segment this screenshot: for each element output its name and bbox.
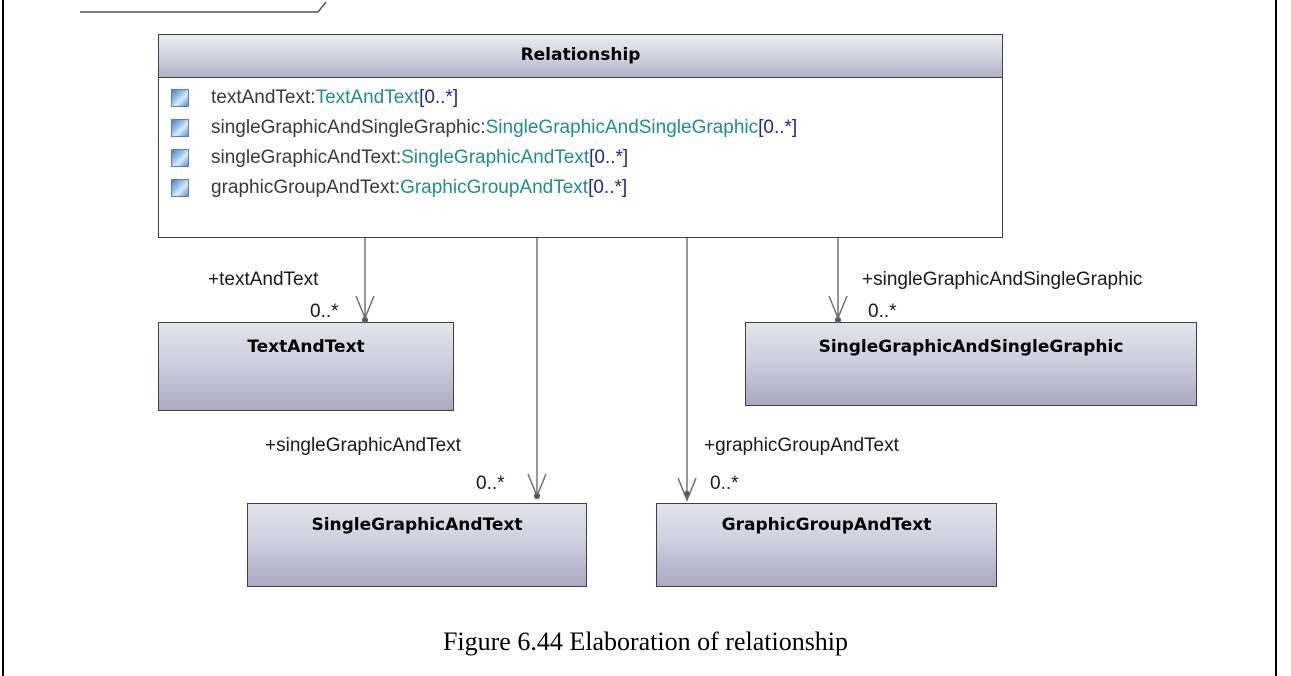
attribute-colon: :: [395, 147, 402, 168]
uml-attribute-icon: [171, 119, 189, 137]
association-line-graphicgroupandtext: [677, 238, 697, 502]
class-textandtext[interactable]: TextAndText: [158, 322, 454, 411]
attribute-multiplicity: [0..*]: [589, 147, 629, 168]
frame-tab-edge: [80, 1, 327, 13]
attribute-name: singleGraphicAndText: [211, 147, 396, 168]
figure-caption: Figure 6.44 Elaboration of relationship: [442, 627, 849, 656]
attribute-name: graphicGroupAndText: [211, 177, 395, 198]
attribute-type: SingleGraphicAndText: [401, 147, 590, 168]
attribute-name: singleGraphicAndSingleGraphic: [211, 117, 481, 138]
attribute-row-singlegraphicandtext[interactable]: singleGraphicAndText:SingleGraphicAndTex…: [171, 145, 628, 171]
role-label-textandtext: +textAndText: [208, 269, 319, 290]
multiplicity-label-textandtext: 0..*: [310, 301, 339, 322]
attribute-name: textAndText: [211, 87, 311, 108]
class-singlegraphicandtext[interactable]: SingleGraphicAndText: [247, 503, 587, 587]
attribute-row-graphicgroupandtext[interactable]: graphicGroupAndText:GraphicGroupAndText[…: [171, 175, 627, 201]
relationship-class-name: Relationship: [520, 45, 641, 65]
attribute-colon: :: [480, 117, 486, 138]
association-line-singlegraphicandtext: [527, 238, 547, 500]
multiplicity-label-graphicgroupandtext: 0..*: [710, 473, 739, 494]
association-line-textandtext: [355, 238, 375, 324]
class-name: SingleGraphicAndSingleGraphic: [818, 337, 1124, 357]
relationship-class-header: Relationship: [159, 35, 1002, 78]
uml-attribute-icon: [171, 179, 189, 197]
attribute-multiplicity: [0..*]: [419, 87, 459, 108]
class-name: TextAndText: [247, 337, 365, 357]
attribute-type: TextAndText: [315, 87, 420, 108]
relationship-class[interactable]: Relationship textAndText:TextAndText[0..…: [158, 34, 1003, 238]
uml-attribute-icon: [171, 89, 189, 107]
association-line-singlegraphicandsinglegraphic: [828, 238, 848, 324]
multiplicity-label-singlegraphicandtext: 0..*: [476, 473, 505, 494]
attribute-colon: :: [394, 177, 401, 198]
attribute-row-textandtext[interactable]: textAndText:TextAndText[0..*]: [171, 85, 458, 111]
multiplicity-label-singlegraphicandsinglegraphic: 0..*: [868, 301, 897, 322]
attribute-multiplicity: [0..*]: [588, 177, 628, 198]
attribute-multiplicity: [0..*]: [758, 117, 798, 138]
class-name: GraphicGroupAndText: [721, 515, 932, 535]
class-graphicgroupandtext[interactable]: GraphicGroupAndText: [656, 503, 997, 587]
class-singlegraphicandsinglegraphic[interactable]: SingleGraphicAndSingleGraphic: [745, 322, 1197, 406]
attribute-colon: :: [310, 87, 316, 108]
attribute-row-singlegraphicandsinglegraphic[interactable]: singleGraphicAndSingleGraphic:SingleGrap…: [171, 115, 797, 141]
role-label-graphicgroupandtext: +graphicGroupAndText: [704, 435, 899, 456]
class-name: SingleGraphicAndText: [311, 515, 523, 535]
role-label-singlegraphicandsinglegraphic: +singleGraphicAndSingleGraphic: [862, 269, 1143, 290]
role-label-singlegraphicandtext: +singleGraphicAndText: [265, 435, 461, 456]
uml-attribute-icon: [171, 149, 189, 167]
attribute-type: GraphicGroupAndText: [400, 177, 589, 198]
attribute-type: SingleGraphicAndSingleGraphic: [485, 117, 759, 138]
